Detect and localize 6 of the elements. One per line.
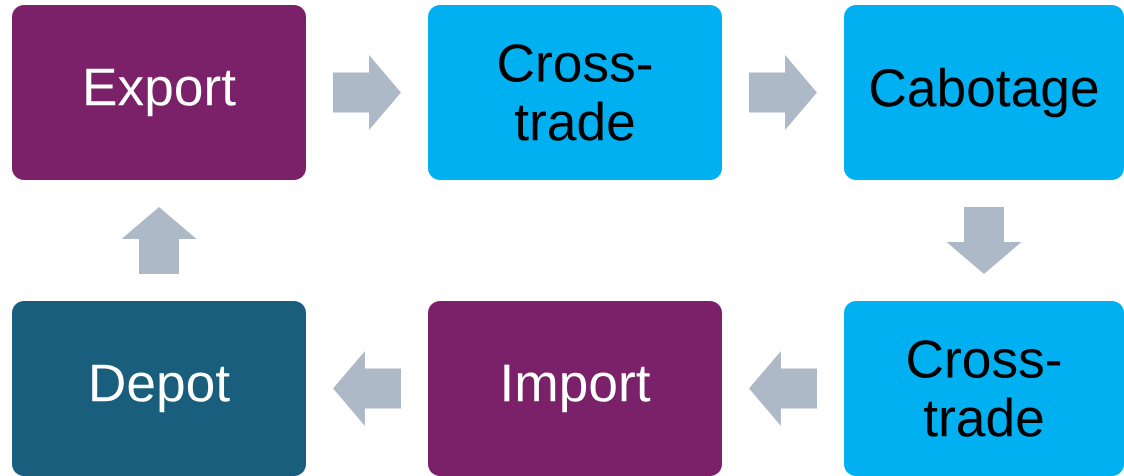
process-box: Cabotage (844, 5, 1124, 180)
process-box: Export (12, 5, 306, 180)
process-box: Cross-trade (428, 5, 722, 180)
process-box: Import (428, 301, 722, 476)
process-box: Depot (12, 301, 306, 476)
process-box: Cross-trade (844, 301, 1124, 476)
